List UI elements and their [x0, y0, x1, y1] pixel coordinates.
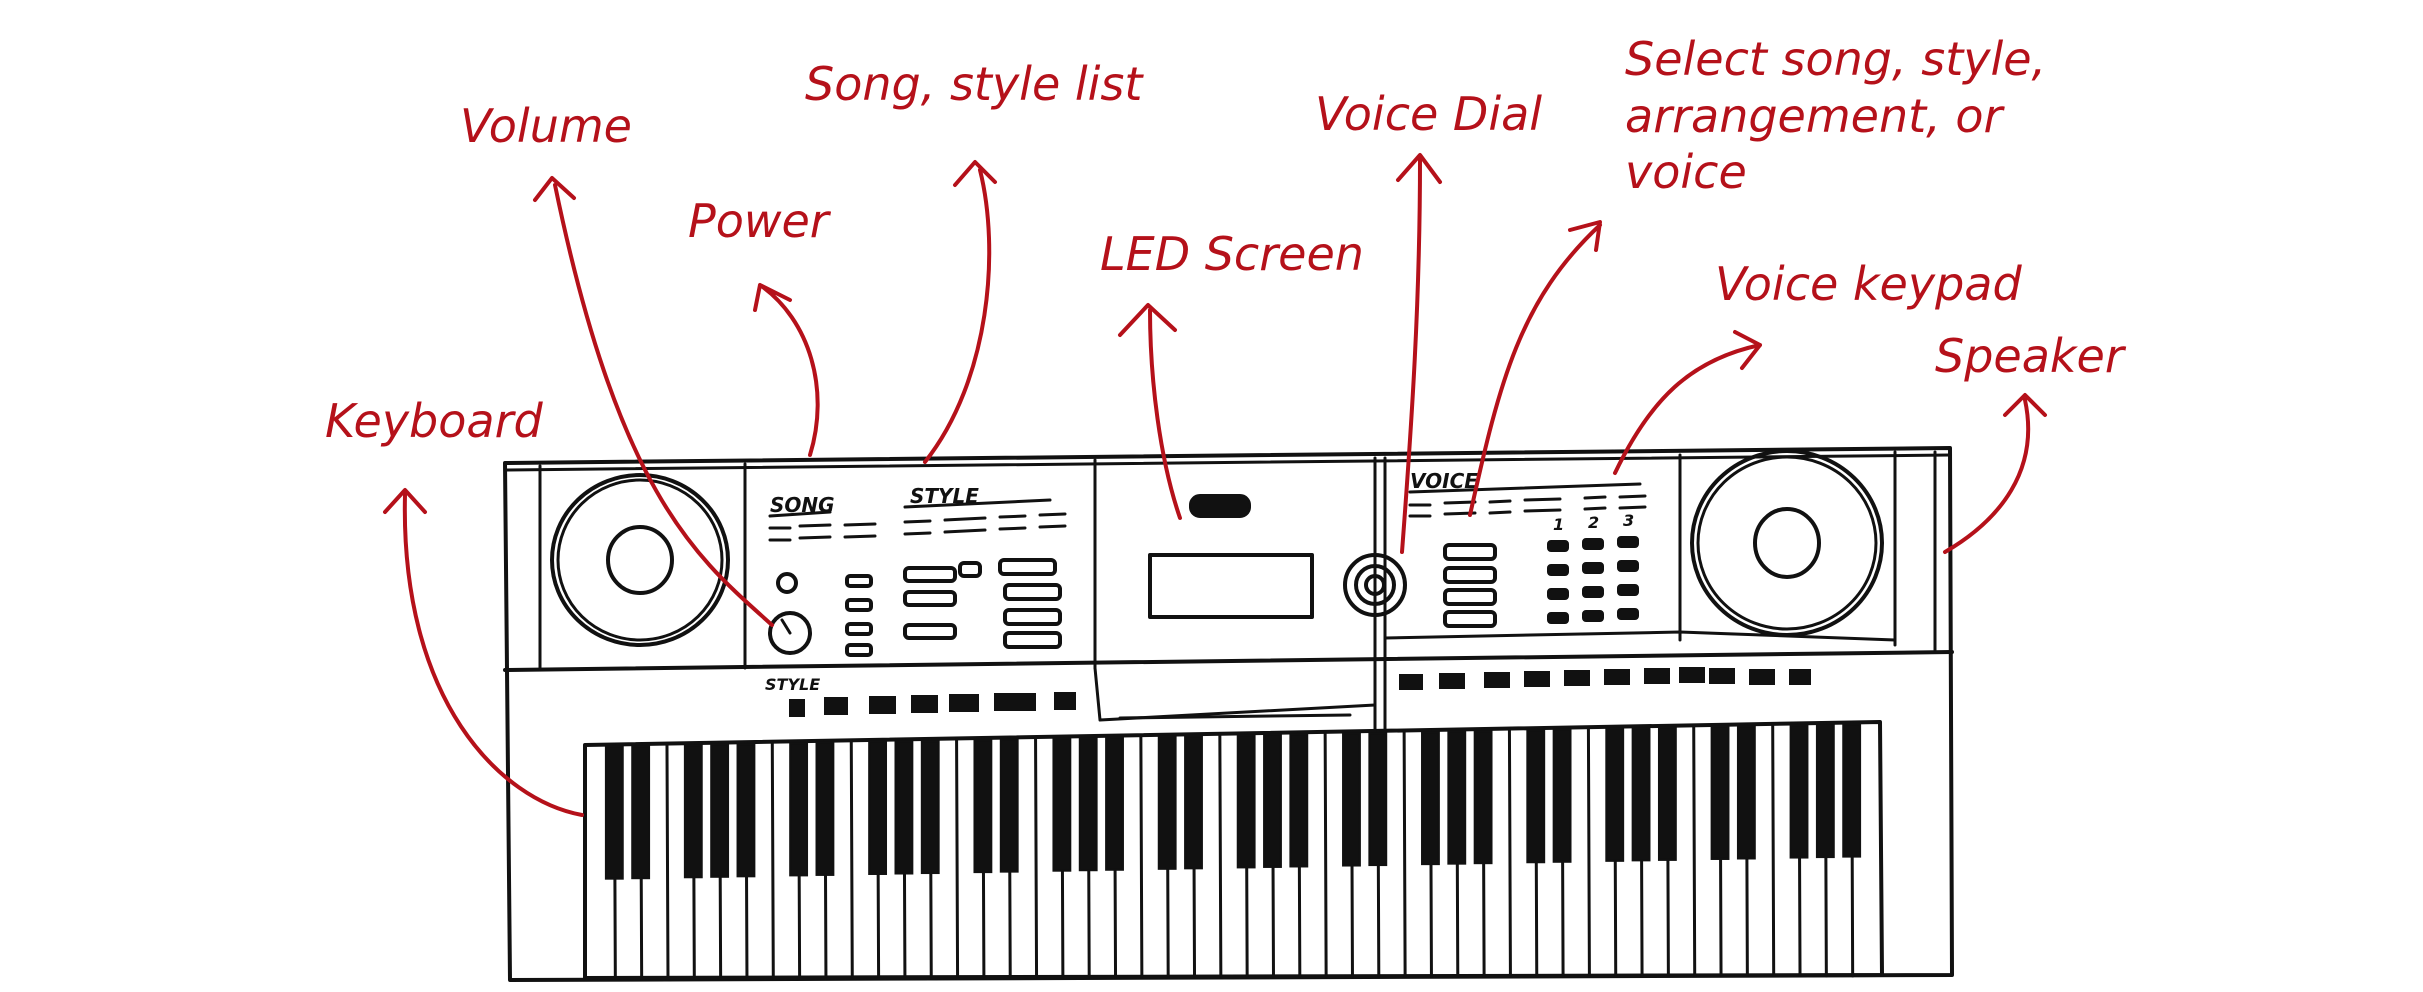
black-key: [1552, 728, 1572, 863]
black-key: [1289, 733, 1309, 868]
black-key: [1368, 732, 1388, 867]
white-key-divider: [1323, 730, 1328, 978]
power-label: Power: [688, 194, 832, 248]
keypad-label-3: 3: [1623, 511, 1634, 530]
volume-label: Volume: [460, 99, 632, 153]
black-key: [736, 743, 756, 878]
black-key: [1157, 735, 1177, 870]
right-speaker: [1690, 449, 1884, 637]
black-key: [1473, 730, 1493, 865]
white-key-divider: [1402, 728, 1407, 978]
song-style-section: SONG STYLE: [768, 484, 1067, 657]
song-style-list-label: Song, style list: [805, 57, 1144, 111]
black-key: [1842, 723, 1862, 858]
black-key: [1815, 724, 1835, 859]
white-key-divider: [1218, 732, 1223, 978]
led-screen: [1148, 553, 1314, 619]
voice-dial[interactable]: [1343, 553, 1407, 617]
select-arrow: [1468, 220, 1602, 517]
white-key-divider: [1139, 733, 1144, 978]
keyboard-body: [503, 446, 1954, 982]
keyboard-label: Keyboard: [325, 394, 543, 448]
black-key: [1421, 731, 1440, 866]
black-key: [999, 738, 1019, 873]
black-key: [1263, 733, 1282, 868]
voice-keypad-arrow: [1613, 330, 1762, 475]
voice-section: VOICE 1 2 3: [1399, 469, 1811, 690]
black-key: [1184, 735, 1203, 870]
black-key: [1736, 725, 1756, 860]
voice-dial-arrow: [1396, 153, 1442, 554]
white-key-divider: [1034, 735, 1039, 978]
black-key: [631, 745, 651, 880]
black-key: [1657, 726, 1677, 861]
power-arrow: [753, 283, 820, 457]
black-key: [868, 740, 888, 875]
style-button-strip: STYLE: [765, 675, 1076, 717]
power-button[interactable]: [776, 572, 798, 594]
select-label-line1: Select song, style,: [1625, 32, 2046, 86]
piano-keys: [583, 720, 1884, 980]
black-key: [1052, 737, 1072, 872]
keyboard-arrow: [383, 488, 584, 817]
voice-dial-label: Voice Dial: [1315, 87, 1542, 141]
keypad-label-2: 2: [1588, 513, 1599, 532]
led-screen-label: LED Screen: [1100, 227, 1364, 281]
black-key: [1789, 724, 1809, 859]
led-screen-section: [1118, 494, 1352, 720]
white-key-divider: [955, 736, 960, 978]
black-key: [710, 743, 730, 878]
song-style-arrow: [923, 160, 997, 464]
white-key-divider: [770, 740, 775, 978]
black-key: [1631, 727, 1651, 862]
white-key-divider: [665, 742, 670, 978]
white-key-divider: [1507, 727, 1512, 978]
black-key: [1078, 737, 1098, 872]
style-strip-label: STYLE: [765, 675, 820, 694]
keypad-label-1: 1: [1553, 515, 1564, 534]
volume-arrow: [533, 176, 774, 627]
black-key: [604, 745, 624, 880]
white-key-divider: [1586, 725, 1591, 978]
annotation-arrows: [383, 153, 2047, 817]
black-key: [1447, 730, 1467, 865]
speaker-label: Speaker: [1935, 329, 2127, 383]
voice-keypad-label: Voice keypad: [1715, 257, 2022, 311]
black-key: [789, 742, 809, 877]
black-key: [815, 741, 835, 876]
black-key: [894, 740, 914, 875]
select-label-line3: voice: [1625, 145, 1747, 199]
select-label-line2: arrangement, or: [1625, 89, 2006, 143]
led-screen-arrow: [1118, 303, 1182, 520]
black-key: [1236, 734, 1256, 869]
black-key: [1605, 727, 1625, 862]
black-key: [920, 740, 940, 875]
black-key: [1342, 732, 1361, 867]
black-key: [1105, 736, 1124, 871]
annotation-labels: Keyboard Volume Power Song, style list L…: [325, 32, 2127, 448]
speaker-arrow: [1943, 393, 2047, 554]
black-key: [1526, 729, 1546, 864]
white-key-divider: [849, 738, 854, 978]
black-key: [973, 739, 993, 874]
left-speaker: [550, 473, 730, 647]
white-key-divider: [1771, 722, 1776, 978]
black-key: [1710, 725, 1730, 860]
black-key: [683, 744, 703, 879]
white-key-divider: [1692, 723, 1697, 978]
volume-knob[interactable]: [768, 611, 812, 655]
